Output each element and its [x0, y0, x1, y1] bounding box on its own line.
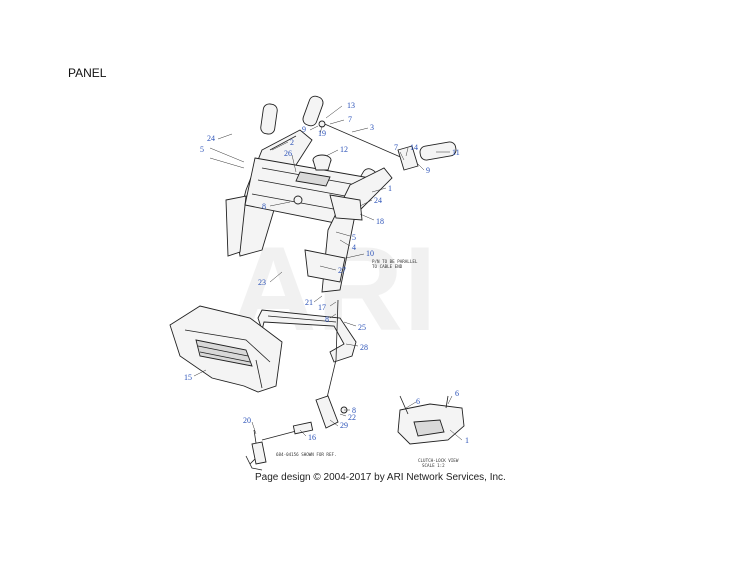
leader-lines — [193, 105, 463, 441]
copyright-notice: Page design © 2004-2017 by ARI Network S… — [255, 472, 506, 483]
callout-24: 24 — [207, 134, 215, 143]
callout-4: 4 — [352, 243, 356, 252]
callout-6: 6 — [416, 397, 420, 406]
clutch-lock-view-label: CLUTCH-LOCK VIEW — [418, 458, 459, 463]
callout-6b: 6 — [455, 389, 459, 398]
page-title: PANEL — [68, 66, 107, 80]
callout-18: 18 — [376, 217, 384, 226]
callout-15: 15 — [184, 373, 192, 382]
callout-22: 22 — [348, 413, 356, 422]
callout-16: 16 — [308, 433, 316, 442]
clutch-lock-view-scale: SCALE 1:2 — [422, 463, 445, 468]
callout-8c: 8 — [352, 406, 356, 415]
parallel-note-line-1: P/N TO BE PARALLEL — [372, 259, 418, 264]
callout-17: 17 — [318, 303, 326, 312]
callout-7: 7 — [348, 115, 352, 124]
knob — [312, 154, 332, 171]
control-rod — [318, 120, 419, 171]
callout-20: 20 — [243, 416, 251, 425]
parallel-note-line-2: TO CABLE END — [372, 264, 403, 269]
callout-9b: 9 — [426, 166, 430, 175]
callout-8b: 8 — [325, 315, 329, 324]
callout-14: 14 — [410, 143, 418, 152]
reference-note: 684-04156 SHOWN FOR REF. — [276, 452, 337, 457]
callout-1: 1 — [388, 184, 392, 193]
callout-24b: 24 — [374, 196, 382, 205]
callout-7b: 7 — [394, 143, 398, 152]
callout-11: 11 — [452, 148, 460, 157]
cable-linkage — [315, 299, 348, 429]
callout-12: 12 — [340, 145, 348, 154]
callout-5b: 5 — [352, 233, 356, 242]
clutch-lock-view — [397, 395, 465, 445]
callout-21: 21 — [305, 298, 313, 307]
upper-handle-right — [304, 167, 393, 293]
callout-10: 10 — [366, 249, 374, 258]
callout-13: 13 — [347, 101, 355, 110]
callout-29: 29 — [340, 421, 348, 430]
callout-8: 8 — [262, 202, 266, 211]
shift-rod — [245, 421, 314, 471]
callout-2: 2 — [290, 138, 294, 147]
callout-23: 23 — [258, 278, 266, 287]
callout-26: 26 — [284, 149, 292, 158]
callout-19: 19 — [318, 129, 326, 138]
callout-labels: 13 7 3 9 19 24 2 12 26 7 14 11 9 5 1 24 … — [184, 101, 469, 445]
callout-1b: 1 — [465, 436, 469, 445]
callout-5: 5 — [200, 145, 204, 154]
lower-handle — [257, 309, 357, 363]
callout-25: 25 — [358, 323, 366, 332]
callout-28: 28 — [360, 343, 368, 352]
callout-9: 9 — [302, 125, 306, 134]
callout-3: 3 — [370, 123, 374, 132]
callout-27: 27 — [338, 266, 346, 275]
diagram-notes: P/N TO BE PARALLEL TO CABLE END 684-0415… — [276, 259, 459, 468]
shroud — [169, 305, 283, 393]
